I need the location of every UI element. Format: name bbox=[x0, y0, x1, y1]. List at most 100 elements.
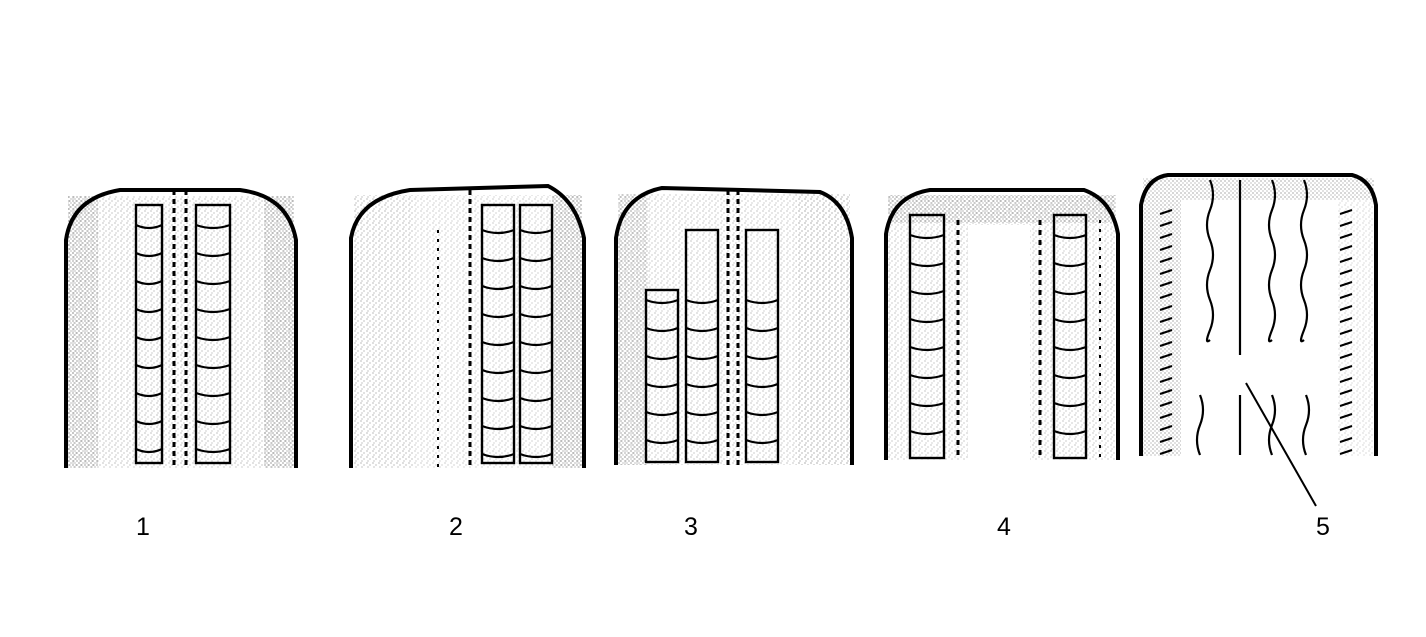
tire-3 bbox=[614, 185, 854, 465]
tread-block-line bbox=[481, 340, 515, 347]
tread-block-line bbox=[745, 438, 779, 445]
shoulder-tick bbox=[1159, 233, 1173, 239]
tread-block-line bbox=[685, 438, 719, 445]
shoulder-tick bbox=[1159, 293, 1173, 299]
tread-block-line bbox=[1053, 345, 1087, 352]
tread-block-line bbox=[745, 354, 779, 361]
tread-block-line bbox=[481, 396, 515, 403]
tread-block-line bbox=[519, 340, 553, 347]
tread-block-line bbox=[909, 373, 945, 380]
tread-block-line bbox=[745, 326, 779, 333]
tread-block-line bbox=[135, 307, 163, 314]
tread-block-line bbox=[135, 223, 163, 230]
tire-3-label: 3 bbox=[684, 513, 698, 541]
tread-block-line bbox=[1053, 289, 1087, 296]
tire-3-tread bbox=[644, 190, 780, 465]
tread-block-line bbox=[1053, 317, 1087, 324]
tread-block-line bbox=[909, 233, 945, 240]
tread-block-line bbox=[195, 419, 231, 426]
tread-block-line bbox=[909, 401, 945, 408]
tread-block-line bbox=[519, 312, 553, 319]
tread-block-line bbox=[645, 438, 679, 445]
shoulder-tick bbox=[1339, 341, 1353, 347]
tire-5-leader-line bbox=[1245, 382, 1317, 507]
shoulder-tick bbox=[1159, 209, 1173, 215]
tire-4-tread bbox=[908, 213, 1101, 460]
shoulder-tick bbox=[1159, 269, 1173, 275]
tire-1-tread bbox=[134, 190, 232, 468]
tread-block-line bbox=[1053, 261, 1087, 268]
shoulder-tick bbox=[1339, 233, 1353, 239]
tread-block-line bbox=[135, 447, 163, 454]
tire-1-label: 1 bbox=[136, 513, 150, 541]
tread-block-line bbox=[519, 396, 553, 403]
tread-block-line bbox=[481, 284, 515, 291]
tire-1 bbox=[64, 188, 298, 468]
shoulder-tick bbox=[1159, 341, 1173, 347]
tread-block-line bbox=[135, 391, 163, 398]
tread-block-line bbox=[645, 382, 679, 389]
shoulder-tick bbox=[1339, 245, 1353, 251]
tread-block-line bbox=[685, 410, 719, 417]
tread-block-line bbox=[195, 223, 231, 230]
shoulder-tick bbox=[1159, 245, 1173, 251]
tread-block-line bbox=[195, 279, 231, 286]
tread-block-line bbox=[135, 419, 163, 426]
tire-4 bbox=[884, 188, 1120, 460]
tread-block-line bbox=[645, 298, 679, 305]
tread-block-line bbox=[745, 410, 779, 417]
tread-block-line bbox=[519, 256, 553, 263]
tire-5-label: 5 bbox=[1316, 513, 1330, 541]
tread-block-line bbox=[1053, 233, 1087, 240]
tread-block-line bbox=[519, 452, 553, 459]
tread-block-line bbox=[195, 251, 231, 258]
tread-block-line bbox=[195, 307, 231, 314]
tread-block-line bbox=[519, 228, 553, 235]
tread-block-line bbox=[481, 312, 515, 319]
shoulder-tick bbox=[1339, 269, 1353, 275]
tread-block-line bbox=[481, 228, 515, 235]
shoulder-tick bbox=[1159, 221, 1173, 227]
shoulder-tick bbox=[1339, 257, 1353, 263]
shoulder-tick bbox=[1159, 377, 1173, 383]
tread-block-line bbox=[481, 424, 515, 431]
shoulder-tick bbox=[1159, 425, 1173, 431]
shoulder-tick bbox=[1339, 401, 1353, 407]
tread-block-line bbox=[195, 363, 231, 370]
tread-block-line bbox=[685, 382, 719, 389]
tread-block-line bbox=[909, 261, 945, 268]
tire-2 bbox=[349, 183, 586, 468]
tread-block-line bbox=[645, 326, 679, 333]
tread-block-line bbox=[195, 447, 231, 454]
shoulder-tick bbox=[1339, 365, 1353, 371]
shoulder-tick bbox=[1339, 389, 1353, 395]
shoulder-tick bbox=[1339, 437, 1353, 443]
shoulder-tick bbox=[1159, 449, 1173, 455]
shoulder-tick bbox=[1339, 221, 1353, 227]
tread-block-line bbox=[519, 368, 553, 375]
tire-4-label: 4 bbox=[997, 513, 1011, 541]
shoulder-tick bbox=[1339, 425, 1353, 431]
shoulder-tick bbox=[1159, 353, 1173, 359]
tire-2-label: 2 bbox=[449, 513, 463, 541]
tire-5 bbox=[1139, 173, 1378, 507]
shoulder-tick bbox=[1159, 401, 1173, 407]
tread-block-line bbox=[685, 298, 719, 305]
tread-block-line bbox=[135, 279, 163, 286]
shoulder-tick bbox=[1339, 209, 1353, 215]
shoulder-tick bbox=[1339, 293, 1353, 299]
tire-2-tread bbox=[437, 190, 554, 468]
tread-block-line bbox=[745, 298, 779, 305]
shoulder-tick bbox=[1159, 257, 1173, 263]
tread-block-line bbox=[135, 363, 163, 370]
shoulder-tick bbox=[1159, 305, 1173, 311]
shoulder-tick bbox=[1339, 413, 1353, 419]
shoulder-tick bbox=[1159, 365, 1173, 371]
tread-block-line bbox=[135, 251, 163, 258]
tread-block-line bbox=[481, 256, 515, 263]
tread-block-line bbox=[481, 368, 515, 375]
tread-block-line bbox=[909, 345, 945, 352]
tread-block-line bbox=[645, 410, 679, 417]
shoulder-tick bbox=[1159, 413, 1173, 419]
shoulder-tick bbox=[1159, 281, 1173, 287]
